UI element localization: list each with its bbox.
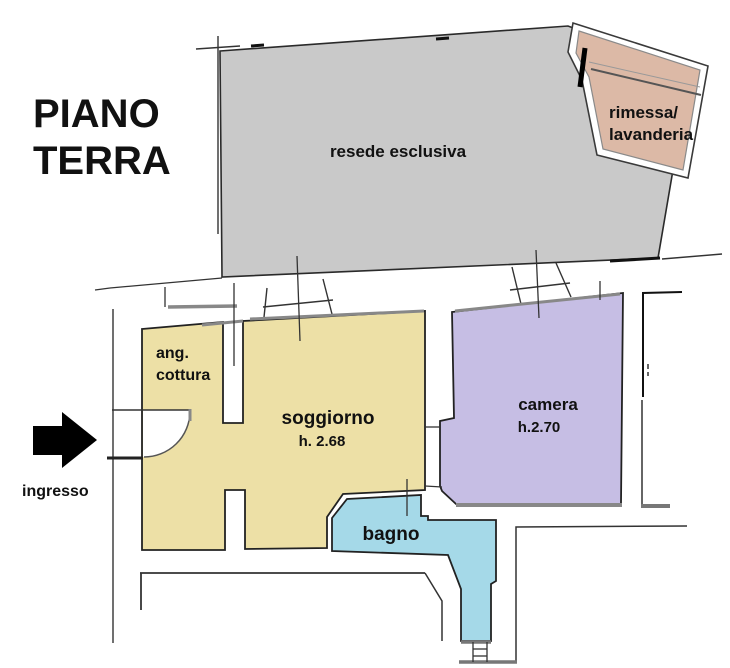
cottura-label-line1: ang. <box>156 345 189 362</box>
entrance-arrow-icon <box>33 412 97 468</box>
ingresso-label: ingresso <box>22 483 89 500</box>
bottom-left-walls <box>140 572 443 641</box>
right-side-walls <box>641 253 723 508</box>
cottura-label-line2: cottura <box>156 367 210 384</box>
rimessa-label-line1: rimessa/ <box>609 103 678 122</box>
camera-label: camera <box>518 395 578 414</box>
wall-ticks <box>233 249 601 516</box>
page-title-line2: TERRA <box>33 139 171 183</box>
resede-label: resede esclusiva <box>330 142 467 161</box>
soggiorno-camera-passage-walls <box>424 426 443 488</box>
camera-area <box>439 291 624 505</box>
bottom-right-walls <box>515 525 688 661</box>
soggiorno-label: soggiorno <box>282 408 375 429</box>
soggiorno-height-note: h. 2.68 <box>299 433 346 450</box>
camera-top-thick <box>454 292 621 313</box>
window-sill-thick <box>167 304 238 309</box>
rimessa-structure <box>567 21 709 179</box>
entry-door <box>107 409 192 460</box>
soggiorno-thick-wall-accents <box>201 309 425 327</box>
yard-wall-thick-dashes <box>250 36 661 263</box>
upper-left-walls <box>94 277 223 307</box>
page-title-line1: PIANO <box>33 92 160 136</box>
rimessa-label-line2: lavanderia <box>609 125 694 144</box>
rimessa-divider-wall-thin <box>588 61 701 88</box>
rimessa-divider-wall <box>590 68 702 96</box>
bagno-label: bagno <box>363 524 420 545</box>
camera-height-note: h.2.70 <box>518 419 561 436</box>
stairs-icon <box>472 642 488 662</box>
survey-cross-lines <box>195 36 241 234</box>
soggiorno-area <box>141 310 426 551</box>
rimessa-door-icon <box>577 47 588 88</box>
bagno-area <box>331 494 497 642</box>
door-swing-area <box>143 410 190 457</box>
pillar-legs <box>262 262 572 328</box>
